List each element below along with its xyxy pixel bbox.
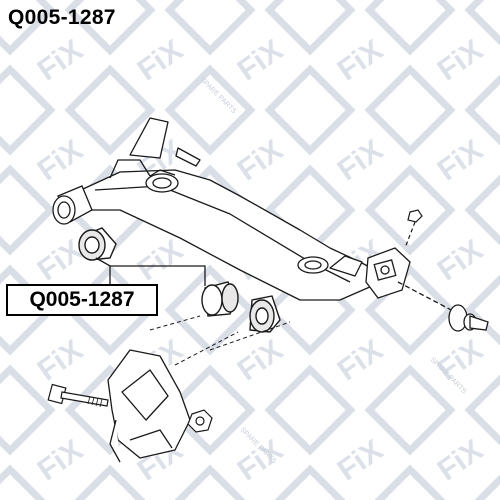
guide-lines [149,315,291,366]
nut [404,209,423,249]
nut [187,409,213,433]
bushing [78,227,117,261]
bushing [52,185,93,225]
mounting-bracket [107,349,191,463]
bushing [249,295,281,333]
part-callout-label: Q005-1287 [6,284,158,316]
part-number-title: Q005-1287 [8,6,116,29]
bolt [47,383,109,408]
callout-leader [95,257,206,286]
bushing [201,281,239,317]
wheel-hub [365,247,489,332]
